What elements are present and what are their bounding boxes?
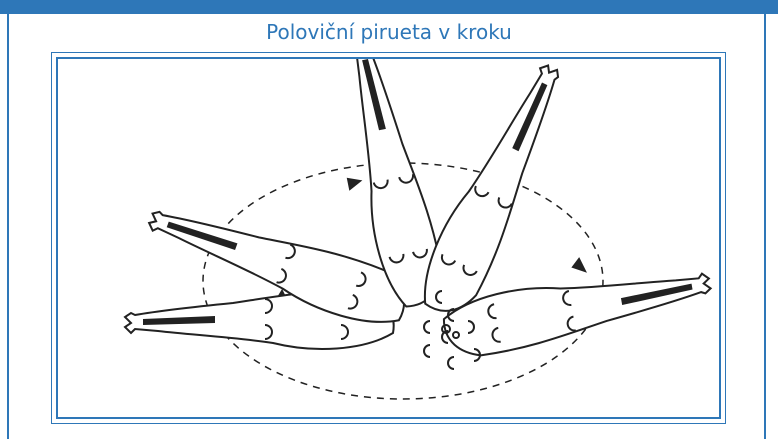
- half-pirouette-diagram: [58, 59, 719, 417]
- horse-position-upper-right: [411, 59, 581, 323]
- top-accent-bar: [0, 0, 778, 14]
- figure-area: [56, 57, 721, 419]
- diagram-title: Poloviční pirueta v kroku: [0, 18, 778, 46]
- figure-frame: [51, 52, 726, 424]
